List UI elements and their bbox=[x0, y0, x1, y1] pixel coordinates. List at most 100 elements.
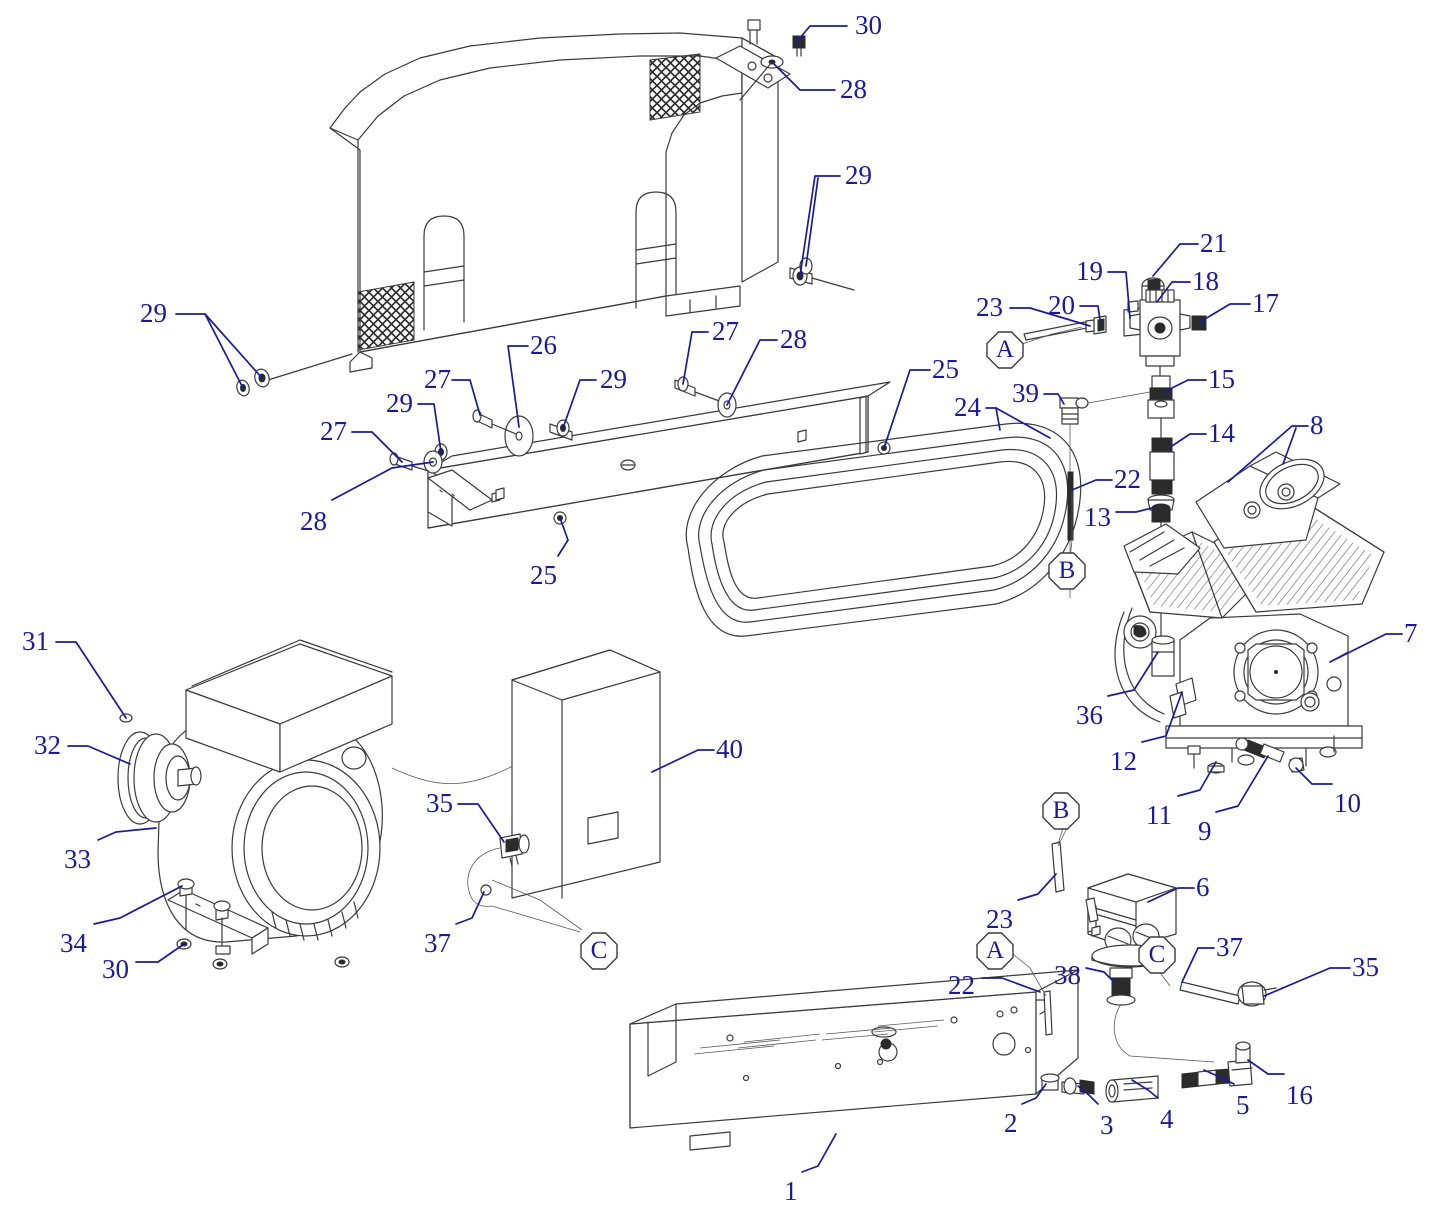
cylinder-head-left bbox=[1123, 523, 1201, 575]
octagon-outline-icon bbox=[1138, 936, 1176, 974]
callout-number-27: 27 bbox=[424, 364, 451, 394]
callout-number-27: 27 bbox=[320, 416, 347, 446]
base-channel-1 bbox=[629, 969, 1253, 1151]
motor-pulley bbox=[117, 731, 202, 825]
callout-number-3: 3 bbox=[1100, 1110, 1114, 1140]
callout-number-39: 39 bbox=[1012, 378, 1039, 408]
octagon-outline-icon bbox=[1042, 792, 1080, 830]
callout-number-35: 35 bbox=[426, 788, 453, 818]
callout-number-25: 25 bbox=[530, 560, 557, 590]
section-marker-letter: B bbox=[1052, 797, 1070, 824]
callout-number-25: 25 bbox=[932, 354, 959, 384]
callout-number-1: 1 bbox=[784, 1176, 798, 1206]
section-marker-letter: B bbox=[1058, 557, 1076, 584]
adapter-38 bbox=[1106, 967, 1136, 1006]
callout-number-22: 22 bbox=[1114, 464, 1141, 494]
regulator-stack bbox=[1023, 277, 1207, 641]
callout-number-38: 38 bbox=[1054, 960, 1081, 990]
control-box-40 bbox=[467, 649, 661, 933]
pulley-26 bbox=[504, 415, 534, 457]
fastener-30-top bbox=[747, 19, 806, 57]
callout-number-28: 28 bbox=[300, 506, 327, 536]
callout-number-37: 37 bbox=[1216, 932, 1243, 962]
nipple-9 bbox=[1235, 737, 1285, 763]
callout-number-28: 28 bbox=[840, 74, 867, 104]
elbow-16 bbox=[1227, 1041, 1253, 1087]
part-36 bbox=[1151, 635, 1175, 677]
compressor-pump-assembly bbox=[1114, 451, 1385, 774]
callout-number-28: 28 bbox=[780, 324, 807, 354]
callout-number-24: 24 bbox=[954, 392, 981, 422]
fittings-2-3 bbox=[1040, 1073, 1095, 1095]
callout-number-21: 21 bbox=[1200, 228, 1227, 258]
octagon-outline-icon bbox=[1048, 552, 1086, 590]
fastener-29-left bbox=[236, 353, 353, 397]
section-marker-a: A bbox=[986, 331, 1024, 369]
callout-number-10: 10 bbox=[1334, 788, 1361, 818]
elbow-39 bbox=[1059, 391, 1151, 425]
coupling-15 bbox=[1147, 375, 1175, 419]
callout-number-36: 36 bbox=[1076, 700, 1103, 730]
section-marker-letter: A bbox=[995, 336, 1015, 363]
section-marker-b: B bbox=[1048, 552, 1086, 590]
callout-number-30: 30 bbox=[102, 954, 129, 984]
connector-35-left bbox=[499, 833, 530, 867]
check-valve-14 bbox=[1149, 437, 1175, 495]
callout-number-18: 18 bbox=[1192, 266, 1219, 296]
callout-number-5: 5 bbox=[1236, 1090, 1250, 1120]
callout-number-14: 14 bbox=[1208, 418, 1235, 448]
callout-number-35: 35 bbox=[1352, 952, 1379, 982]
callout-number-6: 6 bbox=[1196, 872, 1210, 902]
section-marker-letter: C bbox=[590, 937, 608, 964]
callout-number-13: 13 bbox=[1084, 502, 1111, 532]
callout-number-8: 8 bbox=[1310, 410, 1324, 440]
callout-number-26: 26 bbox=[530, 330, 557, 360]
section-marker-c: C bbox=[580, 932, 618, 970]
callout-number-17: 17 bbox=[1252, 288, 1279, 318]
callout-leader-lines bbox=[55, 25, 1403, 1173]
callout-number-30: 30 bbox=[855, 10, 882, 40]
mount-bolts-11 bbox=[1187, 735, 1337, 774]
callout-number-33: 33 bbox=[64, 844, 91, 874]
callout-number-40: 40 bbox=[716, 734, 743, 764]
callout-number-23: 23 bbox=[986, 904, 1013, 934]
section-marker-a: A bbox=[976, 932, 1014, 970]
octagon-outline-icon bbox=[976, 932, 1014, 970]
section-marker-letter: C bbox=[1148, 941, 1166, 968]
callout-number-29: 29 bbox=[386, 388, 413, 418]
callout-number-29: 29 bbox=[600, 364, 627, 394]
octagon-outline-icon bbox=[986, 331, 1024, 369]
callout-number-31: 31 bbox=[22, 626, 49, 656]
callout-number-27: 27 bbox=[712, 316, 739, 346]
callout-number-7: 7 bbox=[1404, 618, 1418, 648]
section-marker-b: B bbox=[1042, 792, 1080, 830]
callout-number-16: 16 bbox=[1286, 1080, 1313, 1110]
junction-box bbox=[185, 639, 393, 773]
regulator-18 bbox=[1129, 289, 1191, 367]
callout-number-22: 22 bbox=[948, 970, 975, 1000]
callout-number-19: 19 bbox=[1076, 256, 1103, 286]
section-marker-c: C bbox=[1138, 936, 1176, 974]
octagon-outline-icon bbox=[580, 932, 618, 970]
callout-number-11: 11 bbox=[1146, 800, 1172, 830]
v-belt-24 bbox=[685, 422, 1082, 637]
cylinder-head-8 bbox=[1195, 451, 1341, 549]
callout-number-29: 29 bbox=[845, 160, 872, 190]
bushing-13 bbox=[1147, 494, 1175, 523]
callout-number-9: 9 bbox=[1198, 816, 1212, 846]
callout-number-15: 15 bbox=[1208, 364, 1235, 394]
callout-number-34: 34 bbox=[60, 928, 87, 958]
callout-number-23: 23 bbox=[976, 292, 1003, 322]
frame-rail-assembly bbox=[389, 376, 891, 529]
motor-base bbox=[167, 878, 269, 955]
callout-number-37: 37 bbox=[424, 928, 451, 958]
crank-cover bbox=[1233, 629, 1320, 715]
callout-number-2: 2 bbox=[1004, 1108, 1018, 1138]
electric-motor-assembly bbox=[117, 639, 518, 970]
connector-35-right bbox=[1237, 981, 1277, 1007]
callout-number-4: 4 bbox=[1160, 1104, 1174, 1134]
callout-number-12: 12 bbox=[1110, 746, 1137, 776]
callout-number-32: 32 bbox=[34, 730, 61, 760]
